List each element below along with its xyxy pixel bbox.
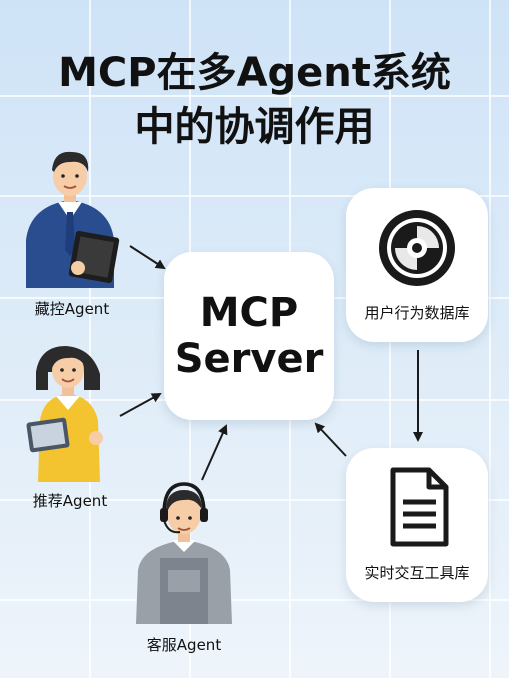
server-label-line-1: MCP (199, 290, 299, 336)
realtime-tool-library-label: 实时交互工具库 (364, 564, 470, 582)
diagram-title: MCP在多Agent系统 中的协调作用 (0, 46, 509, 154)
disc-database-icon (379, 210, 455, 286)
arrow-control-to-server (129, 245, 166, 270)
arrow-recommend-to-server (119, 393, 162, 417)
mcp-server-card: MCP Server (164, 252, 334, 420)
service-agent-label: 客服Agent (146, 636, 222, 654)
server-label-line-2: Server (174, 336, 324, 382)
control-agent-label: 藏控Agent (34, 300, 110, 318)
realtime-tool-library-card: 实时交互工具库 (346, 448, 488, 602)
woman-with-tablet-icon (26, 346, 103, 482)
user-behavior-database-card: 用户行为数据库 (346, 188, 488, 342)
arrow-service-to-server (201, 424, 228, 481)
businessman-with-clipboard-icon (26, 151, 120, 288)
document-icon (390, 467, 449, 547)
arrow-tools-to-server (314, 422, 347, 457)
user-behavior-database-label: 用户行为数据库 (364, 304, 470, 322)
title-line-1: MCP在多Agent系统 (58, 50, 451, 96)
recommend-agent-label: 推荐Agent (32, 492, 108, 510)
title-line-2: 中的协调作用 (134, 104, 375, 150)
support-agent-with-headset-icon (136, 482, 232, 624)
